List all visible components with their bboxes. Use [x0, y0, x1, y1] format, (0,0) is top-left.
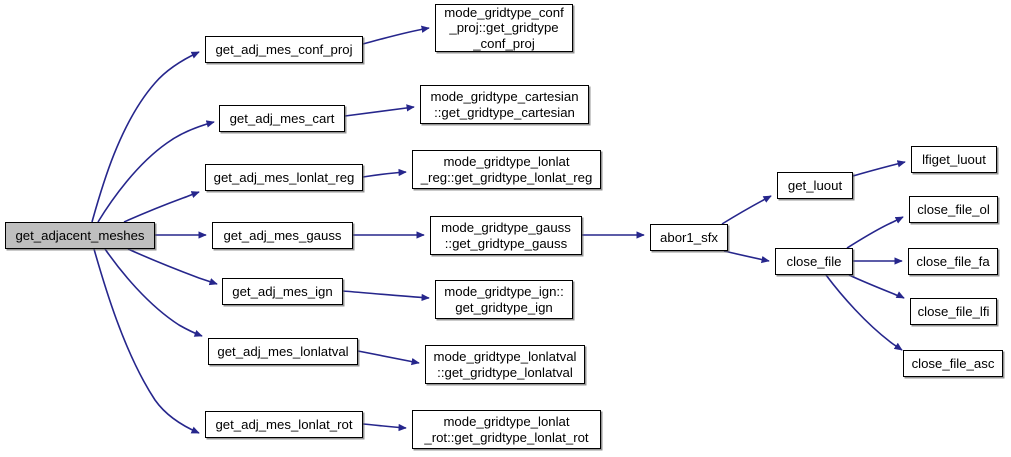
graph-node-lfiget_luout[interactable]: lfiget_luout [911, 146, 997, 173]
edge-abor1_sfx-to-get_luout [721, 195, 772, 225]
graph-node-get_adj_mes_cart[interactable]: get_adj_mes_cart [219, 105, 345, 132]
graph-node-get_adj_mes_ign[interactable]: get_adj_mes_ign [222, 278, 343, 305]
edge-close_file-to-close_file_asc [825, 274, 903, 351]
graph-node-mode_gridtype_lonlatval[interactable]: mode_gridtype_lonlatval ::get_gridtype_l… [425, 345, 585, 384]
graph-node-close_file_ol[interactable]: close_file_ol [909, 196, 998, 223]
graph-node-get_adj_mes_lonlat_rot[interactable]: get_adj_mes_lonlat_rot [205, 411, 363, 438]
graph-node-close_file_asc[interactable]: close_file_asc [903, 350, 1003, 377]
graph-node-close_file_fa[interactable]: close_file_fa [908, 248, 998, 275]
graph-node-get_adj_mes_conf_proj[interactable]: get_adj_mes_conf_proj [205, 36, 363, 63]
edge-get_adjacent_meshes-to-get_adj_mes_lonlat_rot [93, 248, 200, 434]
graph-node-mode_gridtype_gauss[interactable]: mode_gridtype_gauss ::get_gridtype_gauss [430, 216, 582, 255]
graph-node-mode_gridtype_lonlat_rot[interactable]: mode_gridtype_lonlat _rot::get_gridtype_… [412, 410, 601, 449]
edge-get_adj_mes_ign-to-mode_gridtype_ign [342, 290, 430, 302]
graph-node-close_file[interactable]: close_file [775, 248, 853, 275]
edge-get_adj_mes_lonlat_reg-to-mode_gridtype_lonlat_reg [362, 168, 407, 178]
graph-node-mode_gridtype_ign[interactable]: mode_gridtype_ign:: get_gridtype_ign [435, 280, 573, 319]
graph-node-get_luout[interactable]: get_luout [777, 172, 853, 199]
edge-get_adj_mes_conf_proj-to-mode_gridtype_conf_proj [362, 25, 430, 45]
edge-get_adjacent_meshes-to-get_adj_mes_lonlat_reg [123, 191, 200, 223]
edge-get_adjacent_meshes-to-get_adj_mes_conf_proj [91, 51, 200, 223]
graph-node-mode_gridtype_conf_proj[interactable]: mode_gridtype_conf _proj::get_gridtype _… [435, 4, 573, 52]
edge-get_adj_mes_cart-to-mode_gridtype_cartesian [344, 104, 415, 117]
graph-node-abor1_sfx[interactable]: abor1_sfx [650, 224, 728, 251]
edge-abor1_sfx-to-close_file [723, 250, 770, 264]
graph-node-mode_gridtype_lonlat_reg[interactable]: mode_gridtype_lonlat _reg::get_gridtype_… [412, 150, 601, 189]
graph-node-get_adj_mes_gauss[interactable]: get_adj_mes_gauss [212, 222, 353, 249]
edge-get_adjacent_meshes-to-get_adj_mes_cart [97, 120, 215, 223]
graph-node-get_adj_mes_lonlat_reg[interactable]: get_adj_mes_lonlat_reg [205, 164, 363, 191]
graph-node-mode_gridtype_cartesian[interactable]: mode_gridtype_cartesian ::get_gridtype_c… [420, 85, 589, 124]
edge-get_adjacent_meshes-to-get_adj_mes_ign [127, 248, 218, 286]
edge-close_file-to-close_file_lfi [848, 274, 905, 299]
graph-node-close_file_lfi[interactable]: close_file_lfi [910, 298, 997, 325]
graph-node-get_adj_mes_lonlatval[interactable]: get_adj_mes_lonlatval [208, 338, 358, 365]
edge-get_adjacent_meshes-to-get_adj_mes_lonlatval [104, 248, 203, 337]
edge-get_adj_mes_lonlatval-to-mode_gridtype_lonlatval [357, 350, 420, 366]
edge-get_adj_mes_lonlat_rot-to-mode_gridtype_lonlat_rot [362, 423, 407, 432]
edge-get_luout-to-lfiget_luout [852, 160, 906, 177]
graph-node-get_adjacent_meshes[interactable]: get_adjacent_meshes [5, 222, 155, 249]
edge-close_file-to-close_file_ol [846, 216, 904, 249]
edge-paths [91, 25, 906, 434]
